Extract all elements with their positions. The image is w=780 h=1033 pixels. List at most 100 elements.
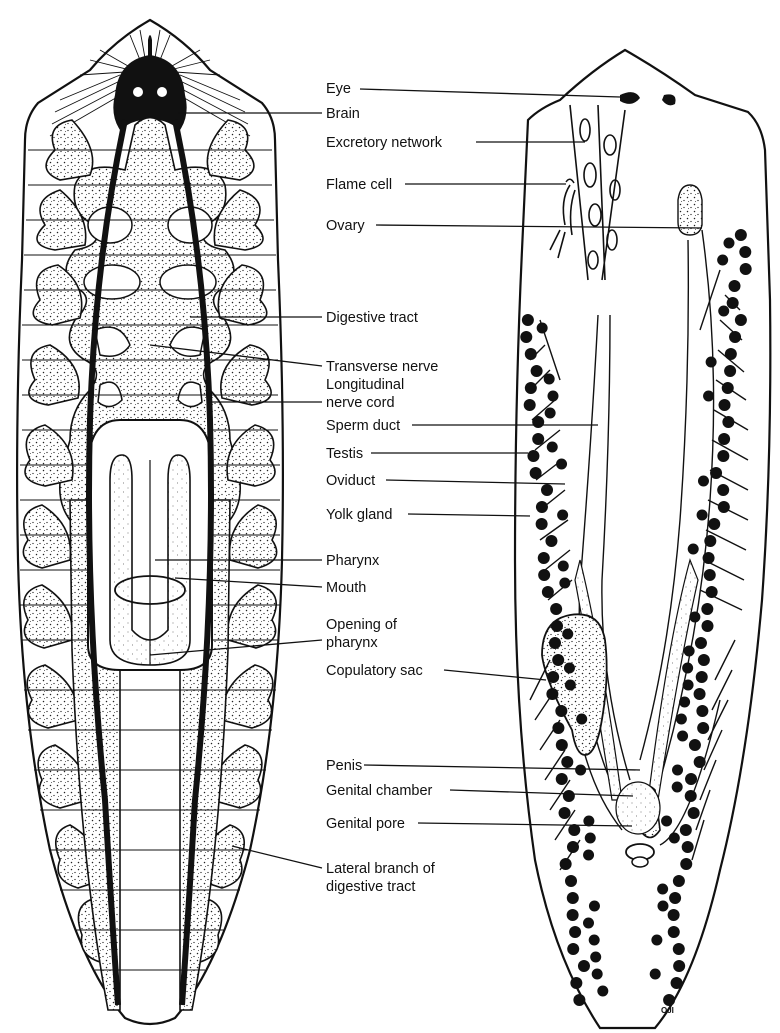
yolk-gland-dot [671, 977, 683, 989]
leader-yolk-gland [408, 514, 530, 516]
label-ovary: Ovary [326, 218, 365, 234]
yolk-gland-dot [704, 569, 716, 581]
yolk-gland-dot [717, 450, 729, 462]
yolk-gland-dot [719, 399, 731, 411]
label-testis: Testis [326, 446, 363, 462]
yolk-gland-dot [657, 884, 668, 895]
yolk-gland-dot [560, 858, 572, 870]
label-lateral-line1: Lateral branch of [326, 861, 436, 877]
yolk-gland-dot [729, 280, 741, 292]
yolk-gland-dot [592, 969, 603, 980]
yolk-gland-dot [558, 561, 569, 572]
label-sperm-duct: Sperm duct [326, 418, 400, 434]
yolk-gland-dot [735, 314, 747, 326]
yolk-gland-dot [682, 663, 693, 674]
label-copulatory-sac: Copulatory sac [326, 663, 423, 679]
yolk-gland-dot [559, 807, 571, 819]
yolk-gland-dot [536, 518, 548, 530]
yolk-gland-dot [676, 714, 687, 725]
label-mouth: Mouth [326, 580, 366, 596]
yolk-gland-dot [578, 960, 590, 972]
yolk-gland-dot [556, 739, 568, 751]
yolk-gland-dot [717, 255, 728, 266]
yolk-gland-dot [567, 943, 579, 955]
yolk-gland-dot [706, 586, 718, 598]
yolk-gland-dot [683, 680, 694, 691]
yolk-gland-dot [541, 484, 553, 496]
yolk-gland-dot [695, 637, 707, 649]
right-eye [157, 87, 167, 97]
yolk-gland-dot [673, 943, 685, 955]
yolk-gland-dot [729, 331, 741, 343]
yolk-gland-dot [525, 382, 537, 394]
label-flame-cell: Flame cell [326, 177, 392, 193]
yolk-gland-dot [657, 901, 668, 912]
label-lateral-line2: digestive tract [326, 879, 415, 895]
yolk-gland-dot [697, 722, 709, 734]
yolk-gland-dot [567, 841, 579, 853]
yolk-gland-dot [708, 518, 720, 530]
yolk-gland-dot [557, 510, 568, 521]
yolk-gland-dot [522, 314, 534, 326]
yolk-gland-dot [679, 697, 690, 708]
yolk-gland-dot [552, 722, 564, 734]
label-excretory-network: Excretory network [326, 135, 443, 151]
yolk-gland-dot [585, 833, 596, 844]
yolk-gland-dot [547, 391, 558, 402]
yolk-gland-dot [668, 926, 680, 938]
yolk-gland-dot [725, 348, 737, 360]
yolk-gland-dot [682, 841, 694, 853]
yolk-gland-dot [694, 756, 706, 768]
right-planarian: OJI [515, 50, 770, 1028]
yolk-gland-dot [556, 459, 567, 470]
label-digestive-tract: Digestive tract [326, 310, 418, 326]
yolk-gland-dot [565, 680, 576, 691]
yolk-gland-dot [685, 790, 697, 802]
yolk-gland-dot [552, 654, 564, 666]
yolk-gland-dot [685, 773, 697, 785]
yolk-gland-dot [570, 977, 582, 989]
yolk-gland-dot [542, 586, 554, 598]
label-yolk-gland: Yolk gland [326, 507, 392, 523]
yolk-gland-dot [669, 833, 680, 844]
yolk-gland-dot [701, 620, 713, 632]
yolk-gland-dot [724, 365, 736, 377]
yolk-gland-dot [704, 535, 716, 547]
yolk-gland-dot [589, 935, 600, 946]
yolk-gland-dot [525, 348, 537, 360]
yolk-gland-dot [651, 935, 662, 946]
yolk-gland-dot [718, 501, 730, 513]
yolk-gland-dot [538, 569, 550, 581]
yolk-gland-dot [576, 714, 587, 725]
yolk-gland-dot [663, 994, 675, 1006]
yolk-gland-dot [590, 952, 601, 963]
yolk-gland-dot [520, 331, 532, 343]
yolk-gland-dot [718, 306, 729, 317]
yolk-gland-dot [696, 705, 708, 717]
yolk-gland-dot [531, 365, 543, 377]
yolk-gland-dot [722, 416, 734, 428]
yolk-gland-dot [575, 765, 586, 776]
label-opening-line2: pharynx [326, 635, 378, 651]
label-transverse-nerve: Transverse nerve [326, 359, 438, 375]
yolk-gland-dot [537, 323, 548, 334]
yolk-gland-dot [559, 578, 570, 589]
yolk-gland-dot [688, 544, 699, 555]
label-pharynx: Pharynx [326, 553, 380, 569]
yolk-gland-dot [673, 960, 685, 972]
yolk-gland-dot [710, 467, 722, 479]
yolk-gland-dot [556, 773, 568, 785]
yolk-gland-dot [706, 357, 717, 368]
yolk-gland-dot [524, 399, 536, 411]
yolk-gland-dot [722, 382, 734, 394]
yolk-gland-dot [546, 688, 558, 700]
yolk-gland-dot [698, 476, 709, 487]
yolk-gland-dot [668, 909, 680, 921]
yolk-gland-dot [703, 391, 714, 402]
yolk-gland-dot [532, 433, 544, 445]
yolk-gland-dot [569, 926, 581, 938]
yolk-gland-dot [550, 603, 562, 615]
label-genital-chamber: Genital chamber [326, 783, 433, 799]
yolk-gland-dot [545, 408, 556, 419]
